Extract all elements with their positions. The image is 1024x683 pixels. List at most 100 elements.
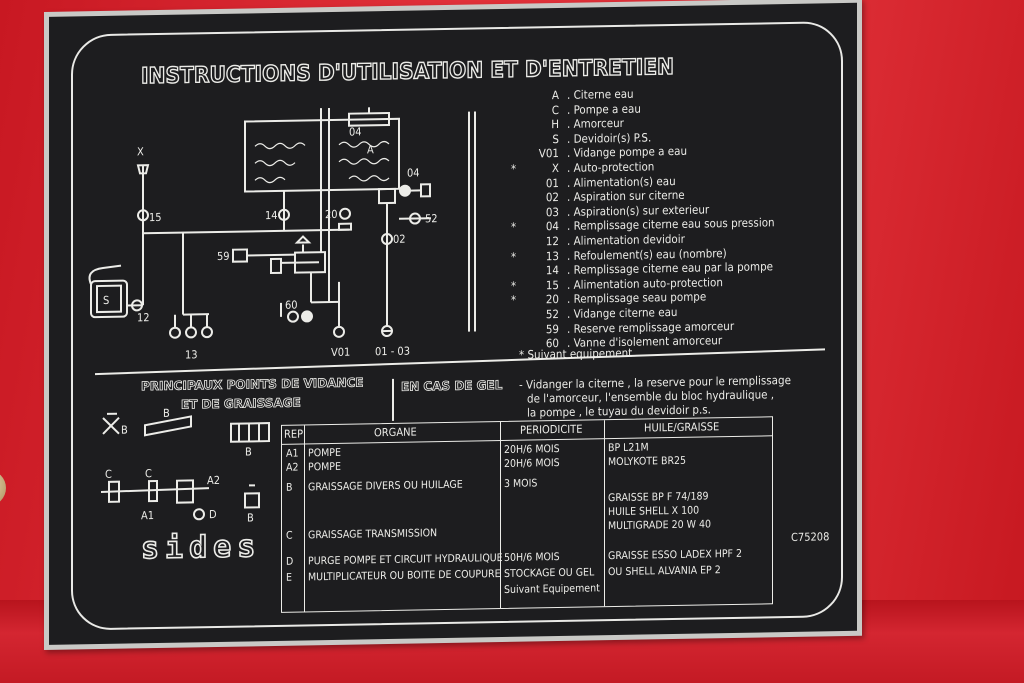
legend-text: . Pompe a eau (567, 101, 641, 117)
table-cell-huile: OU SHELL ALVANIA EP 2 (608, 564, 721, 579)
points-label-a1: A1 (141, 509, 154, 522)
legend-text: . Amorceur (567, 116, 624, 132)
legend-code: S (552, 131, 559, 146)
legend-text: . Remplissage seau pompe (567, 289, 707, 307)
diagram-label-14: 14 (265, 209, 278, 222)
table-cell-rep: D (286, 555, 294, 568)
maintenance-points-icons (100, 412, 270, 521)
table-cell-periodicite: 3 MOIS (504, 477, 538, 490)
legend-text: . Vidange citerne eau (567, 304, 678, 321)
points-label-b4: B (247, 511, 254, 524)
legend-mark: * (511, 161, 517, 176)
mounting-bolt (0, 470, 6, 506)
table-cell-organe: PURGE POMPE ET CIRCUIT HYDRAULIQUE (308, 551, 503, 568)
legend-text: . Devidoir(s) P.S. (567, 130, 652, 146)
section-gel-title: EN CAS DE GEL (401, 377, 503, 395)
legend-text: . Alimentation(s) eau (567, 173, 676, 190)
table-cell-huile: GRAISSE ESSO LADEX HPF 2 (608, 547, 742, 563)
diagram-label-13: 13 (185, 348, 198, 361)
legend-mark: * (511, 278, 517, 293)
table-header-organe: ORGANE (374, 425, 417, 440)
table-cell-rep: B (286, 481, 293, 494)
table-header-periodicite: PERIODICITE (520, 422, 583, 437)
diagram-label-02: 02 (393, 233, 406, 246)
diagram-label-v01: V01 (331, 346, 350, 359)
legend-code: 15 (545, 277, 559, 293)
table-cell-organe: GRAISSAGE DIVERS OU HUILAGE (308, 478, 463, 494)
points-label-b1: B (121, 424, 128, 437)
table-cell-organe: POMPE (308, 446, 341, 460)
diagram-label-04a: 04 (349, 125, 362, 138)
legend-code: 01 (545, 175, 559, 190)
points-label-b3: B (245, 445, 252, 458)
diagram-label-20: 20 (325, 208, 338, 221)
table-cell-periodicite: 20H/6 MOIS (504, 456, 560, 470)
legend-mark: * (511, 220, 517, 235)
hydraulic-diagram: X 15 12 14 20 04 04 52 02 59 60 13 V01 0… (88, 107, 826, 524)
legend-code: 20 (545, 292, 559, 307)
table-cell-huile: HUILE SHELL X 100 (608, 504, 700, 519)
legend-text: . Citerne eau (567, 86, 634, 102)
points-label-c2: C (145, 467, 152, 480)
legend-text: . Remplissage citerne eau sous pression (567, 215, 775, 234)
points-label-a2: A2 (207, 474, 220, 487)
legend-text: . Auto-protection (567, 159, 655, 175)
table-cell-rep: C (286, 529, 293, 542)
table-cell-rep: A1 (286, 447, 299, 460)
table-cell-organe: GRAISSAGE TRANSMISSION (308, 527, 438, 542)
legend-item: V01. Vidange pompe a eau (511, 144, 687, 161)
table-cell-huile: GRAISSE BP F 74/189 (608, 490, 709, 505)
instruction-plate: INSTRUCTIONS D'UTILISATION ET D'ENTRETIE… (44, 0, 862, 651)
table-cell-periodicite: Suivant Equipement (504, 582, 600, 596)
plate-face: INSTRUCTIONS D'UTILISATION ET D'ENTRETIE… (49, 2, 857, 645)
plate-reference: C75208 (791, 530, 830, 544)
diagram-label-s: S (103, 294, 109, 307)
legend-code: H (551, 117, 559, 132)
table-header-rep: REP (284, 427, 304, 441)
legend-text: . Alimentation devidoir (567, 231, 685, 248)
diagram-label-12: 12 (137, 311, 150, 324)
legend-mark: * (511, 293, 517, 308)
legend-code: 59 (545, 321, 559, 336)
legend-code: 14 (545, 263, 559, 278)
legend-code: 03 (545, 204, 559, 220)
legend-code: 52 (545, 307, 559, 322)
legend-code: 04 (545, 219, 559, 234)
legend-item: A. Citerne eau (511, 87, 634, 103)
gel-text-3: la pompe , le tuyau du devidoir p.s. (527, 402, 711, 420)
diagram-label-x: X (137, 145, 144, 158)
points-label-c1: C (105, 468, 112, 481)
table-cell-organe: POMPE (308, 460, 341, 474)
section-points-title-2: ET DE GRAISSAGE (181, 395, 302, 412)
diagram-label-a: A (367, 143, 374, 156)
legend-code: 02 (545, 190, 559, 205)
table-cell-huile: BP L21M (608, 441, 649, 455)
diagram-label-04b: 04 (407, 166, 420, 179)
diagram-label-59: 59 (217, 250, 230, 263)
sides-logo: sides (140, 528, 262, 567)
points-label-b2: B (163, 407, 170, 420)
diagram-label-52: 52 (425, 212, 438, 225)
table-cell-organe: MULTIPLICATEUR OU BOITE DE COUPURE (308, 568, 501, 584)
table-cell-periodicite: STOCKAGE OU GEL (504, 566, 595, 580)
points-label-d: D (209, 508, 217, 521)
table-cell-rep: A2 (286, 461, 299, 474)
legend-item: H . Amorceur (511, 116, 624, 132)
legend-text: . Vidange pompe a eau (567, 144, 688, 161)
diagram-label-60: 60 (285, 299, 298, 312)
legend-mark: * (511, 249, 517, 264)
table-cell-huile: MOLYKOTE BR25 (608, 454, 687, 469)
diagram-label-01-03: 01 - 03 (375, 345, 410, 359)
table-cell-periodicite: 50H/6 MOIS (504, 550, 560, 564)
section-points-title: PRINCIPAUX POINTS DE VIDANCE (141, 375, 364, 394)
legend-note: * Suivant equipement (519, 345, 633, 362)
legend-item: C . Pompe a eau (511, 101, 641, 117)
legend-text: . Aspiration sur citerne (567, 188, 685, 205)
legend-text: . Remplissage citerne eau par la pompe (567, 259, 774, 278)
legend-code: C (551, 102, 559, 117)
table-cell-periodicite: 20H/6 MOIS (504, 442, 560, 456)
table-cell-huile: MULTIGRADE 20 W 40 (608, 518, 711, 533)
legend-code: X (551, 161, 559, 176)
